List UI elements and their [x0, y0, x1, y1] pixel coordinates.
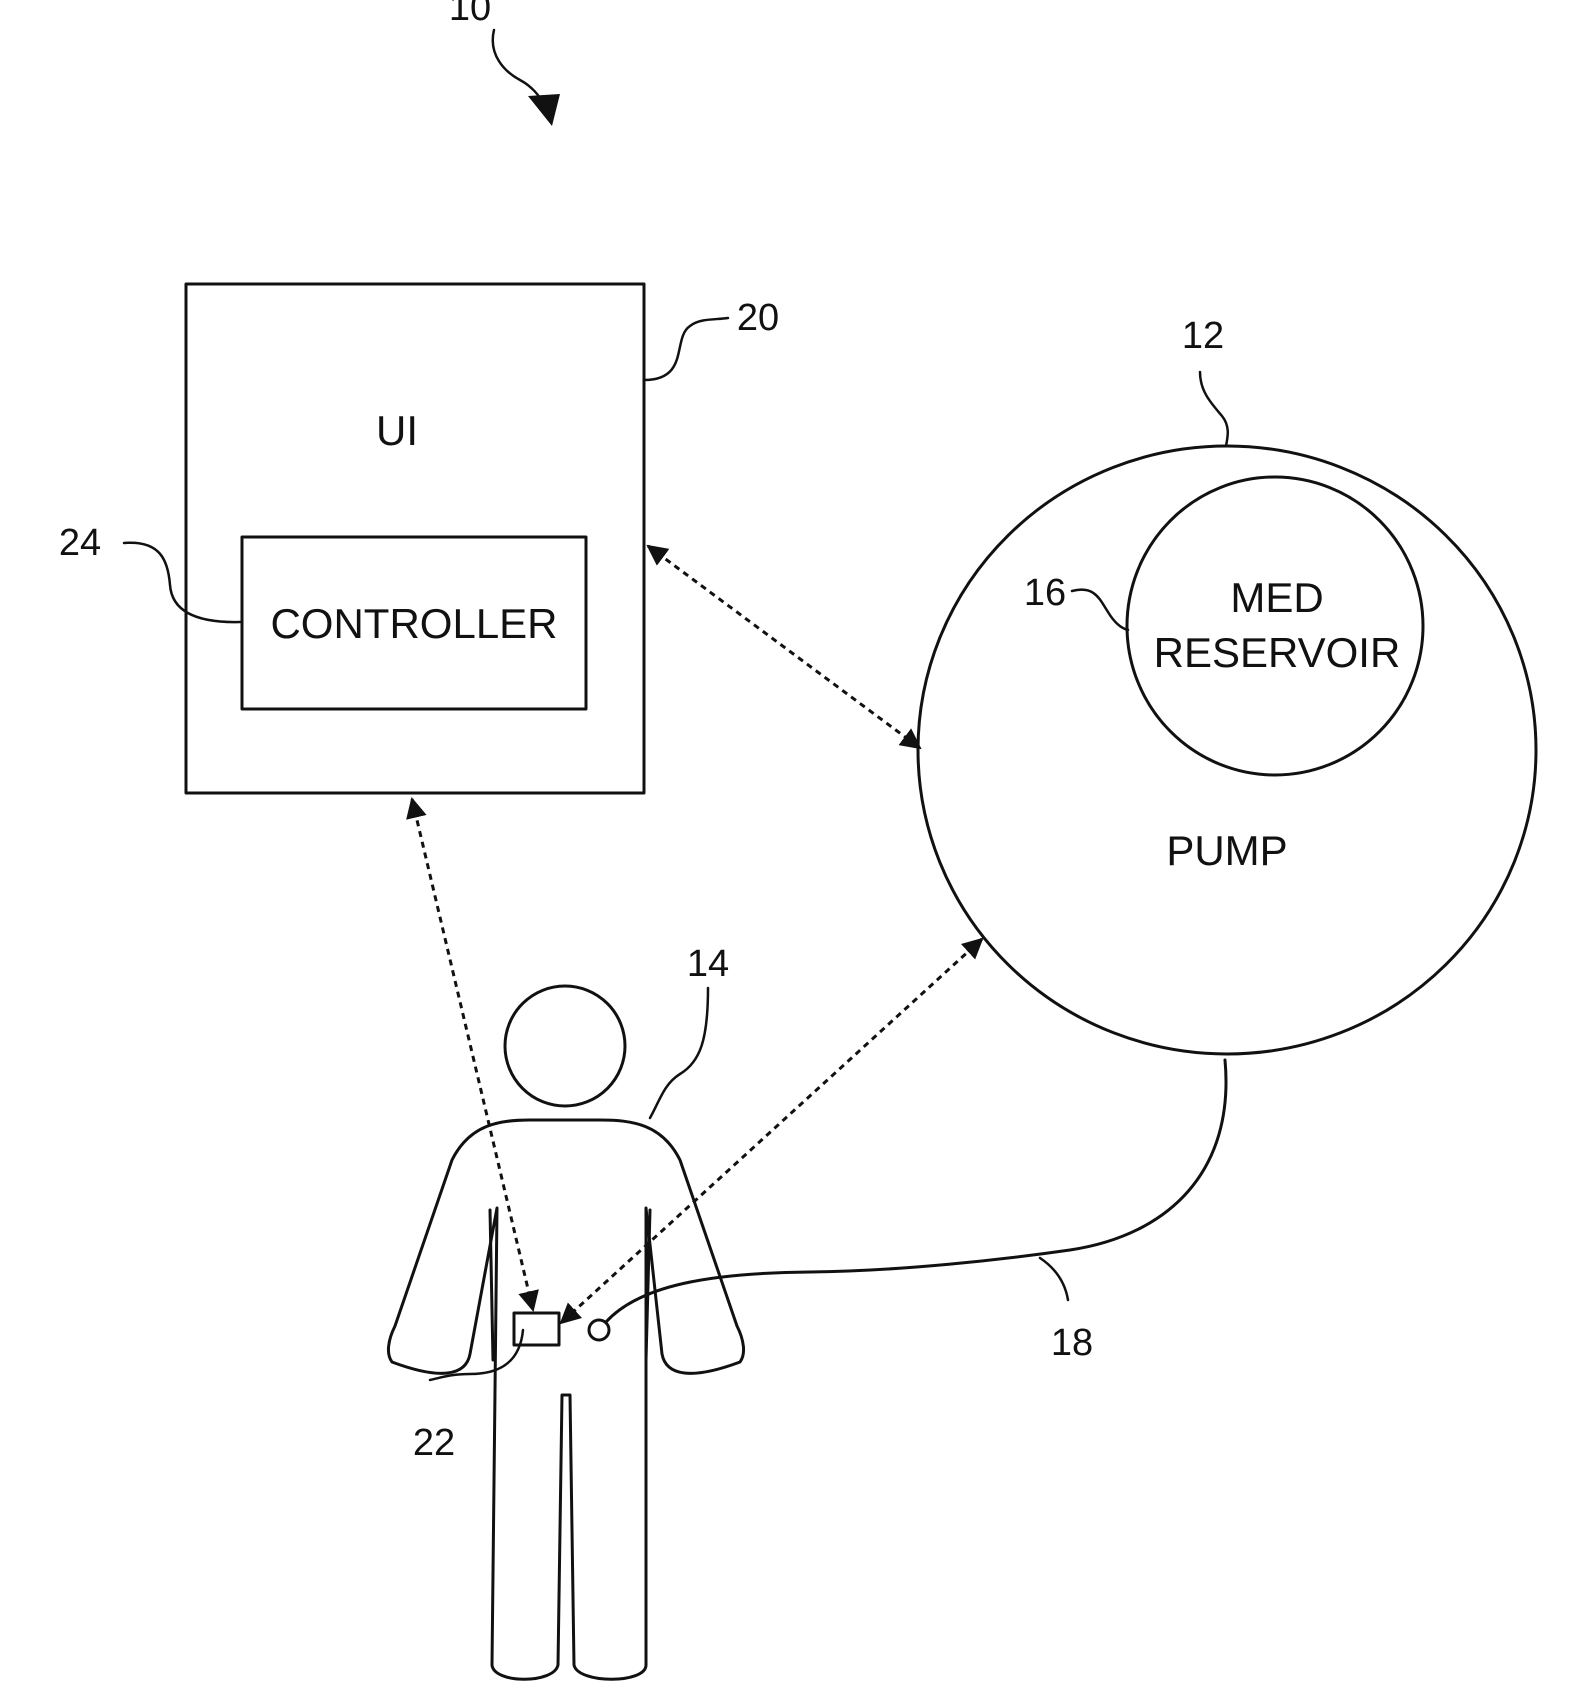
tubing-line [606, 1060, 1226, 1322]
ref-14: 14 [687, 943, 729, 985]
ref-16: 16 [1024, 572, 1066, 614]
ref-12: 12 [1182, 315, 1224, 357]
pump-circle [918, 446, 1536, 1054]
reservoir: MED RESERVOIR 16 [1024, 477, 1423, 775]
tubing: 18 [589, 1060, 1226, 1364]
link-ui-sensor [412, 799, 533, 1310]
leader-24 [124, 543, 240, 622]
patient: 14 [388, 943, 743, 1679]
link-ui-pump [648, 546, 920, 748]
leader-12 [1200, 372, 1228, 446]
system-reference: 10 [449, 0, 560, 126]
ref-22: 22 [413, 1422, 455, 1464]
link-pump-sensor [561, 939, 982, 1323]
patient-body-outline [388, 1120, 743, 1679]
controller-label: CONTROLLER [270, 600, 557, 647]
leader-20 [644, 318, 728, 380]
ref-10: 10 [449, 0, 491, 29]
ui-label: UI [376, 407, 418, 454]
ref-18: 18 [1051, 1322, 1093, 1364]
leader-14 [650, 988, 708, 1118]
controller: CONTROLLER 24 [59, 522, 586, 709]
leader-18 [1040, 1258, 1068, 1300]
leader-16 [1072, 590, 1128, 630]
reservoir-circle [1127, 477, 1423, 775]
patient-head [505, 986, 625, 1106]
ref-20: 20 [737, 297, 779, 339]
reservoir-label-line2: RESERVOIR [1154, 629, 1401, 676]
reservoir-label-line1: MED [1230, 574, 1323, 621]
ref-24: 24 [59, 522, 101, 564]
system-arrowhead [528, 94, 560, 126]
pump-label: PUMP [1166, 827, 1287, 874]
pump: PUMP 12 [918, 315, 1536, 1054]
sensor: 22 [413, 1313, 559, 1464]
